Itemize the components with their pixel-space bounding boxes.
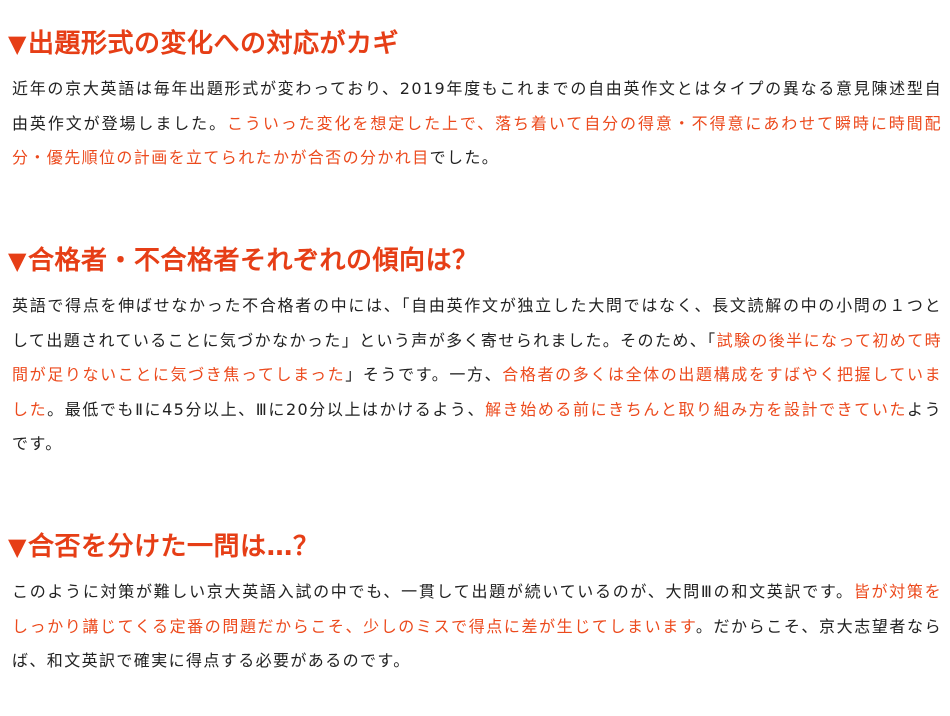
section-passers-tendencies: ▼合格者・不合格者それぞれの傾向は？ 英語で得点を伸ばせなかった不合格者の中には… <box>0 243 950 462</box>
paragraph-text: でした。 <box>429 148 500 167</box>
paragraph-text: 英語で得点を伸ばせなかった不合格者の中には、「自由英作文が独立した大問ではなく、… <box>12 296 942 350</box>
paragraph-text: 。最低でもⅡに45分以上、Ⅲに20分以上はかけるよう、 <box>47 399 486 419</box>
paragraph-text: ようです。 <box>12 399 942 454</box>
paragraph-text: 近年の京大英語は毎年出題形式が変わっており、2019年度もこれまでの自由英作文と… <box>12 79 942 133</box>
section-deciding-question: ▼合否を分けた一問は…？ このように対策が難しい京大英語入試の中でも、一貫して出… <box>0 529 950 679</box>
section-paragraph: このように対策が難しい京大英語入試の中でも、一貫して出題が続いているのが、大問Ⅲ… <box>0 575 950 679</box>
section-paragraph: 英語で得点を伸ばせなかった不合格者の中には、「自由英作文が独立した大問ではなく、… <box>0 289 950 462</box>
highlighted-text: 解き始める前にきちんと取り組み方を設計できていた <box>485 399 907 419</box>
section-paragraph: 近年の京大英語は毎年出題形式が変わっており、2019年度もこれまでの自由英作文と… <box>0 72 950 176</box>
section-heading-text: 合否を分けた一問は…？ <box>27 532 320 562</box>
highlighted-text: こういった変化を想定した上で、落ち着いて自分の得意・不得意にあわせて瞬時に時間配… <box>12 113 942 168</box>
paragraph-text: このように対策が難しい京大英語入試の中でも、一貫して出題が続いているのが、大問Ⅲ… <box>12 582 854 601</box>
highlighted-text: 合格者の多くは全体の出題構成をすばやく把握していました <box>12 365 942 419</box>
triangle-down-icon: ▼ <box>8 247 27 275</box>
highlighted-text: 皆が対策をしっかり講じてくる定番の問題だからこそ、少しのミスで得点に差が生じてし… <box>12 582 942 636</box>
highlighted-text: 試験の後半になって初めて時間が足りないことに気づき焦ってしまった <box>12 330 942 385</box>
paragraph-text: 」そうです。一方、 <box>345 365 503 384</box>
section-heading: ▼合否を分けた一問は…？ <box>0 529 950 565</box>
triangle-down-icon: ▼ <box>8 30 27 58</box>
paragraph-text: 。だからこそ、京大志望者ならば、和文英訳で確実に得点する必要があるのです。 <box>12 616 942 671</box>
section-heading-text: 合格者・不合格者それぞれの傾向は？ <box>27 246 479 276</box>
triangle-down-icon: ▼ <box>8 533 27 561</box>
section-heading-text: 出題形式の変化への対応がカギ <box>27 29 399 59</box>
section-heading: ▼合格者・不合格者それぞれの傾向は？ <box>0 243 950 279</box>
section-format-change: ▼出題形式の変化への対応がカギ 近年の京大英語は毎年出題形式が変わっており、20… <box>0 26 950 176</box>
section-heading: ▼出題形式の変化への対応がカギ <box>0 26 950 62</box>
